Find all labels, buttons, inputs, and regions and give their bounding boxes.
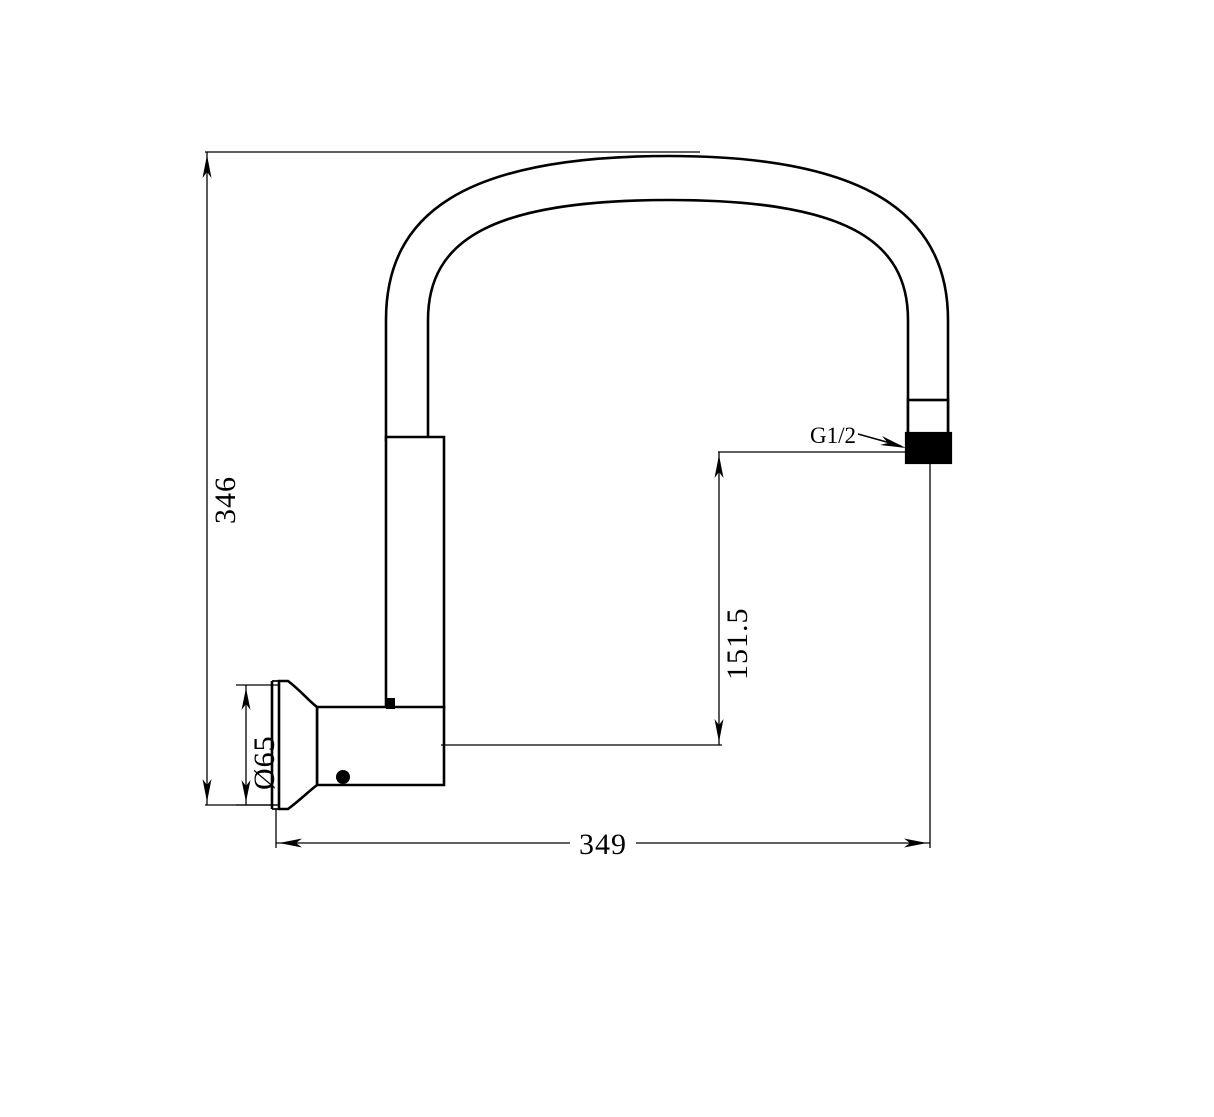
dimension-value-346: 346 [209,476,242,524]
outlet-tube-stub [906,398,950,437]
dimension-value-349: 349 [579,828,627,861]
outlet-fitting-block [904,431,953,465]
wall-flange [277,679,319,811]
annotation-g12-group: G1/2 [810,423,906,448]
set-screw-lower-icon [336,770,350,784]
arrow-349-right [904,838,927,848]
arrow-dia65-top [241,688,251,710]
dimension-value-dia65: Ø65 [248,735,281,790]
annotation-label-g12: G1/2 [810,423,856,448]
arrow-151-bottom [714,719,724,742]
arrow-346-top [202,155,212,178]
arrow-349-left [279,838,302,848]
set-screw-upper-icon [386,698,395,709]
arrow-151-top [714,455,724,478]
dimension-346-group: 346 [202,151,700,806]
leader-arrow-g12 [880,436,906,448]
arrow-346-bottom [202,779,212,802]
valve-body [315,705,446,787]
riser-tube [384,435,446,724]
dimension-349-group: 349 [275,463,931,861]
dimension-flange-diameter-group: Ø65 [236,684,281,806]
dimension-value-151-5: 151.5 [721,608,754,681]
arrow-dia65-bottom [241,780,251,802]
gooseneck-tube [384,154,950,442]
dimension-151-5-group: 151.5 [441,451,930,746]
